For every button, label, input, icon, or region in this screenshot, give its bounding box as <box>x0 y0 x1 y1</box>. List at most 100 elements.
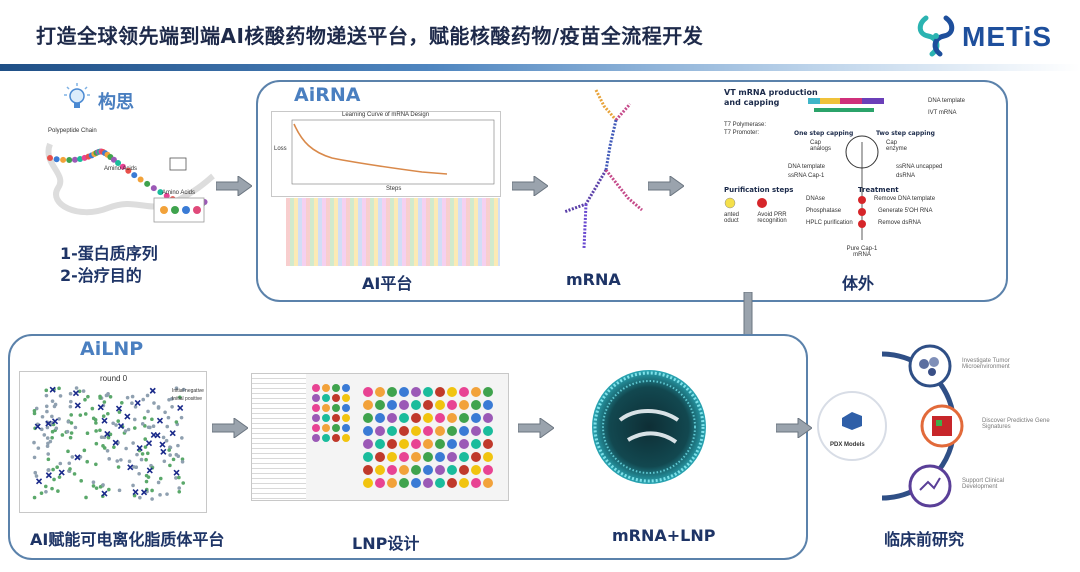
well-cell <box>435 452 445 462</box>
scatter-point <box>120 400 124 405</box>
scatter-point <box>156 480 161 485</box>
scatter-x-marker <box>117 423 125 430</box>
dsrna-label: dsRNA <box>896 173 916 179</box>
scatter-legend-negative: Initial negative <box>172 388 204 394</box>
purification-steps-label: Purification steps <box>724 186 794 194</box>
scatter-point <box>171 457 176 462</box>
scatter-point <box>52 477 56 482</box>
well-cell <box>459 439 469 449</box>
ivt-title-line1: VT mRNA production <box>724 88 818 97</box>
well-cell <box>342 394 350 402</box>
scatter-point <box>144 457 148 462</box>
well-cell <box>399 478 409 488</box>
scatter-x-marker <box>49 386 56 393</box>
scatter-x-marker <box>101 417 108 424</box>
scatter-point <box>114 423 118 427</box>
scatter-point <box>104 393 109 398</box>
scatter-point <box>91 480 96 484</box>
scatter-point <box>177 490 182 494</box>
scatter-point <box>150 497 154 501</box>
scatter-point <box>42 433 47 437</box>
scatter-point <box>132 465 136 469</box>
scatter-x-marker <box>124 413 131 420</box>
scatter-point <box>144 479 149 484</box>
scatter-point <box>44 388 49 393</box>
scatter-point <box>119 458 123 462</box>
ailnp-platform-label: AI赋能可电离化脂质体平台 <box>30 530 225 549</box>
scatter-point <box>79 479 83 483</box>
scatter-x-marker <box>140 489 148 496</box>
pdx-models-center-label: PDX Models <box>830 442 865 448</box>
t7-promoter-label: T7 Promoter: <box>724 130 760 136</box>
scatter-point <box>50 486 54 491</box>
well-cell <box>363 439 373 449</box>
scatter-point <box>72 472 77 476</box>
scatter-point <box>50 414 54 419</box>
treatment-label: Treatment <box>858 186 899 194</box>
scatter-point <box>39 427 44 432</box>
scatter-x-marker <box>156 417 164 424</box>
scatter-point <box>86 394 90 399</box>
scatter-point <box>143 445 148 449</box>
scatter-point <box>150 488 154 493</box>
one-step-capping-label: One step capping <box>794 130 854 137</box>
scatter-point <box>170 404 174 409</box>
mrna-label: mRNA <box>566 270 621 289</box>
scatter-point <box>73 425 78 430</box>
scatter-point <box>165 424 170 429</box>
scatter-point <box>180 457 185 461</box>
scatter-point <box>141 397 146 402</box>
arrow-right-icon <box>517 417 555 439</box>
well-cell <box>387 387 397 397</box>
well-cell <box>435 413 445 423</box>
scatter-point <box>43 484 48 489</box>
scatter-point <box>152 401 156 405</box>
lnp-design-software <box>252 374 508 500</box>
scatter-x-marker <box>34 423 41 430</box>
amino-acid-bead <box>125 167 132 174</box>
scatter-point <box>180 436 184 440</box>
scatter-point <box>74 386 79 390</box>
scatter-point <box>85 431 90 436</box>
scatter-point <box>98 394 102 399</box>
well-cell <box>471 452 481 462</box>
scatter-point <box>69 399 73 404</box>
scatter-x-marker <box>145 440 153 447</box>
arrow-right-icon <box>215 175 253 197</box>
well-cell <box>483 452 493 462</box>
amino-acid-bead <box>137 176 144 183</box>
scatter-point <box>91 416 96 421</box>
well-cell <box>322 384 330 392</box>
well-cell <box>423 413 433 423</box>
well-cell <box>375 400 385 410</box>
scatter-point <box>142 416 147 420</box>
scatter-point <box>145 451 150 456</box>
scatter-point <box>165 492 169 496</box>
well-cell <box>411 426 421 436</box>
well-cell <box>447 439 457 449</box>
well-cell <box>399 426 409 436</box>
well-cell <box>399 387 409 397</box>
amino-acid-bead <box>163 192 170 199</box>
t7-polymerase-label: T7 Polymerase: <box>724 122 767 128</box>
learning-curve-chart: Learning Curve of mRNA Design Steps Loss <box>272 112 500 196</box>
well-cell <box>459 478 469 488</box>
amino-acid-bead <box>47 155 53 161</box>
generate-5oh-label: Generate 5'OH RNA <box>878 208 933 214</box>
preclinical-label: 临床前研究 <box>884 530 965 549</box>
well-cell <box>483 439 493 449</box>
ivt-title-line2: and capping <box>724 98 780 107</box>
scatter-point <box>181 387 186 392</box>
scatter-x-marker <box>149 387 156 394</box>
amino-acid-bead <box>157 189 164 196</box>
scatter-point <box>34 406 39 411</box>
scatter-point <box>34 474 39 478</box>
well-cell <box>322 404 330 412</box>
scatter-x-marker <box>177 404 184 411</box>
scatter-point <box>176 443 180 448</box>
well-cell <box>459 426 469 436</box>
well-cell <box>423 426 433 436</box>
well-cell <box>387 413 397 423</box>
scatter-point <box>168 463 172 468</box>
ivt-mrna-label: IVT mRNA <box>928 110 957 116</box>
